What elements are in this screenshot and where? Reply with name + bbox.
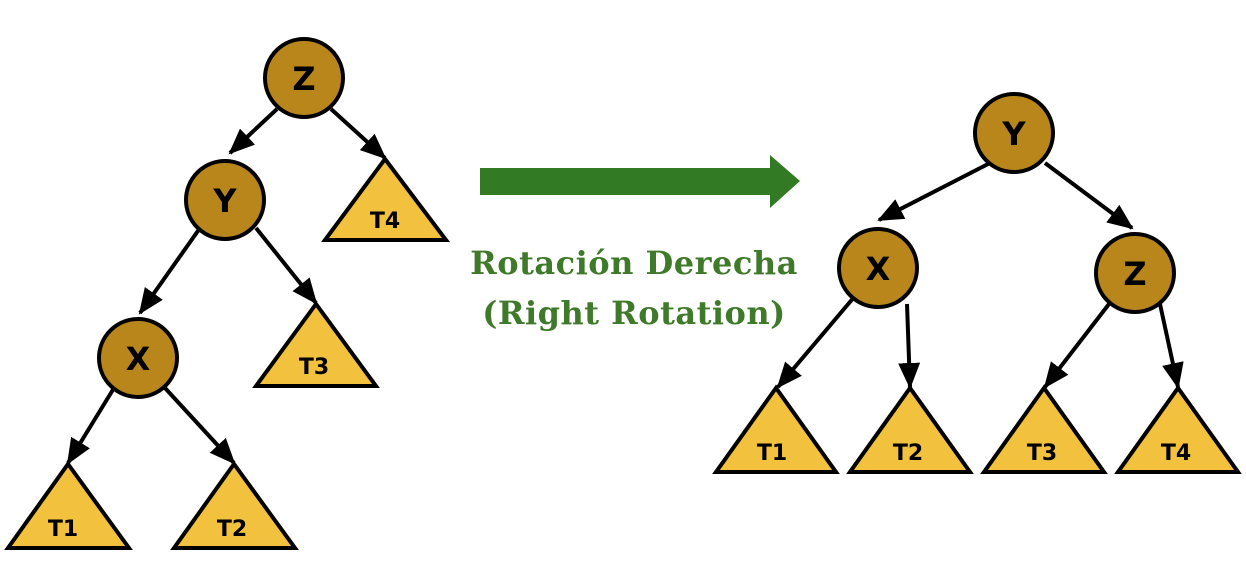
edge-x-t1-after	[776, 294, 857, 389]
node-y: Y	[184, 159, 266, 241]
node-z: Z	[263, 37, 345, 119]
node-x-after-label: X	[866, 250, 891, 288]
node-z-label: Z	[292, 60, 315, 98]
edge-x-t2-after	[898, 303, 921, 389]
edge-y-x-after	[877, 161, 991, 222]
node-y-label: Y	[212, 182, 237, 220]
node-z-after: Z	[1094, 232, 1176, 314]
node-x: X	[97, 317, 179, 399]
subtree-t2-after: T2	[846, 384, 974, 474]
edge-x-t2	[163, 386, 236, 465]
edge-y-t3	[254, 226, 318, 305]
caption-spanish: Rotación Derecha	[470, 244, 798, 282]
node-z-after-label: Z	[1123, 255, 1146, 293]
edge-y-z-after	[1043, 161, 1134, 230]
subtree-t1: T1	[4, 460, 133, 550]
edge-x-t1	[66, 386, 116, 465]
edge-z-t4	[329, 107, 387, 160]
subtree-t4-after: T4	[1114, 384, 1242, 474]
node-x-after: X	[837, 227, 919, 309]
subtree-t4: T4	[321, 155, 451, 242]
subtree-t3-label: T3	[299, 355, 329, 380]
subtree-t2: T2	[170, 460, 299, 550]
edge-z-t3-after	[1043, 302, 1111, 389]
node-y-after-label: Y	[1001, 115, 1026, 153]
subtree-t3: T3	[252, 300, 380, 388]
subtree-t1-after-label: T1	[757, 441, 787, 466]
before-tree: Z Y X T4 T3 T1 T2	[4, 37, 451, 550]
subtree-t1-after: T1	[712, 384, 840, 474]
subtree-t3-after-label: T3	[1027, 441, 1057, 466]
after-tree: Y X Z T1 T2 T3 T4	[712, 92, 1242, 474]
edge-z-y	[228, 107, 279, 155]
subtree-t4-after-label: T4	[1161, 441, 1191, 466]
edge-y-x	[138, 226, 202, 315]
edge-z-t4-after	[1158, 303, 1184, 389]
subtree-t1-label: T1	[48, 517, 78, 542]
caption-english: (Right Rotation)	[482, 294, 786, 332]
subtree-t4-label: T4	[370, 209, 400, 234]
node-y-after: Y	[973, 92, 1055, 174]
subtree-t2-label: T2	[217, 517, 247, 542]
subtree-t3-after: T3	[980, 384, 1108, 474]
rotation-arrow	[480, 155, 800, 208]
node-x-label: X	[126, 340, 151, 378]
subtree-t2-after-label: T2	[893, 441, 923, 466]
